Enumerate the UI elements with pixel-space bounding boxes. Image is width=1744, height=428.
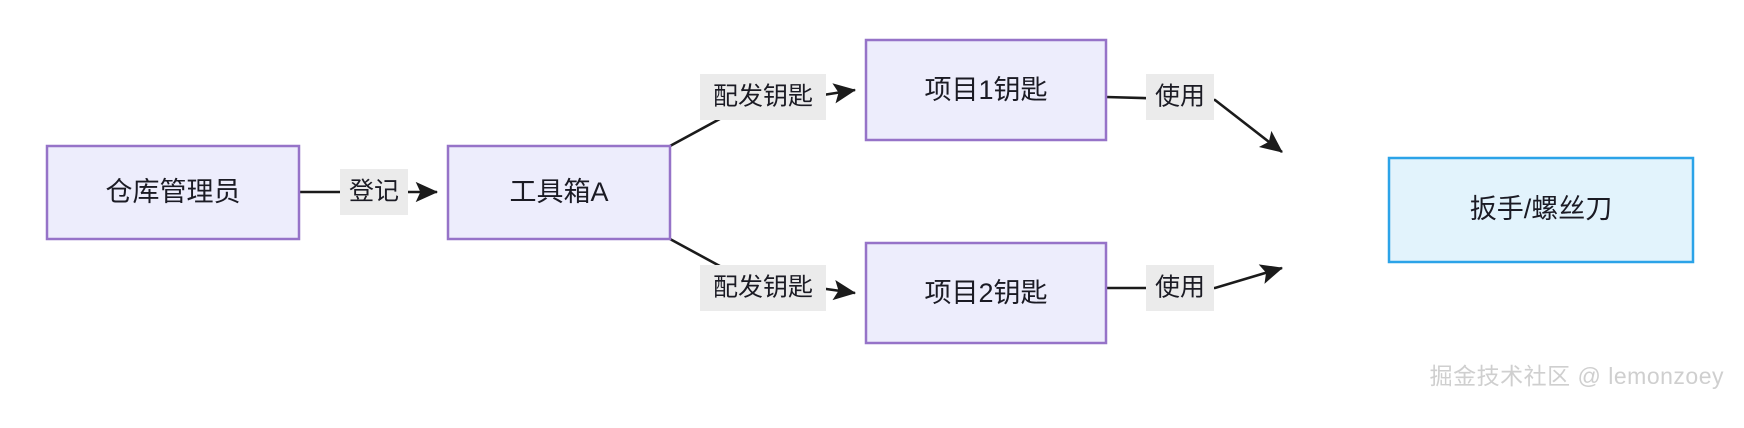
- nodes-layer: 仓库管理员 工具箱A 项目1钥匙 项目2钥匙 扳手/螺丝刀: [45, 38, 1695, 345]
- edge-label-shiyong-upper-bg: [1146, 74, 1214, 120]
- edge-label-dengji-bg: [340, 169, 408, 215]
- node-toolbox-a[interactable]: 工具箱A: [446, 144, 672, 241]
- edge-labels-layer: 登记 配发钥匙 配发钥匙 使用 使用: [340, 74, 1214, 311]
- node-project2-key-box[interactable]: [864, 241, 1108, 345]
- watermark-label: 掘金技术社区 @ lemonzoey: [1430, 363, 1724, 389]
- edge-label-dengji-text: 登记: [349, 178, 399, 206]
- edges-layer: [299, 83, 1283, 301]
- edge-label-dengji: 登记: [340, 169, 408, 215]
- edge-label-peifa-key-upper-bg: [700, 74, 826, 120]
- node-wrench-screwdriver-box[interactable]: [1387, 156, 1695, 264]
- edge-label-shiyong-upper-text: 使用: [1155, 83, 1205, 111]
- node-toolbox-a-label: 工具箱A: [509, 177, 608, 207]
- edge-label-shiyong-lower-text: 使用: [1155, 274, 1205, 302]
- node-project1-key[interactable]: 项目1钥匙: [864, 38, 1108, 142]
- node-project1-key-label: 项目1钥匙: [924, 75, 1047, 105]
- edge-label-peifa-key-lower-text: 配发钥匙: [713, 274, 813, 302]
- edge-label-shiyong-upper: 使用: [1146, 74, 1214, 120]
- edge-label-peifa-key-upper: 配发钥匙: [700, 74, 826, 120]
- node-warehouse-manager-label: 仓库管理员: [106, 177, 241, 207]
- edge-label-peifa-key-upper-text: 配发钥匙: [713, 83, 813, 111]
- node-toolbox-a-box[interactable]: [446, 144, 672, 241]
- node-warehouse-manager-box[interactable]: [45, 144, 301, 241]
- node-wrench-screwdriver-label: 扳手/螺丝刀: [1470, 194, 1613, 224]
- node-project1-key-box[interactable]: [864, 38, 1108, 142]
- edge-project1-to-tool: [1105, 95, 1283, 154]
- edge-project2-to-tool: [1106, 264, 1283, 290]
- node-project2-key-label: 项目2钥匙: [924, 278, 1047, 308]
- edge-label-peifa-key-lower: 配发钥匙: [700, 265, 826, 311]
- edge-label-shiyong-lower: 使用: [1146, 265, 1214, 311]
- node-wrench-screwdriver[interactable]: 扳手/螺丝刀: [1387, 156, 1695, 264]
- edge-label-peifa-key-lower-bg: [700, 265, 826, 311]
- node-warehouse-manager[interactable]: 仓库管理员: [45, 144, 301, 241]
- edge-label-shiyong-lower-bg: [1146, 265, 1214, 311]
- node-project2-key[interactable]: 项目2钥匙: [864, 241, 1108, 345]
